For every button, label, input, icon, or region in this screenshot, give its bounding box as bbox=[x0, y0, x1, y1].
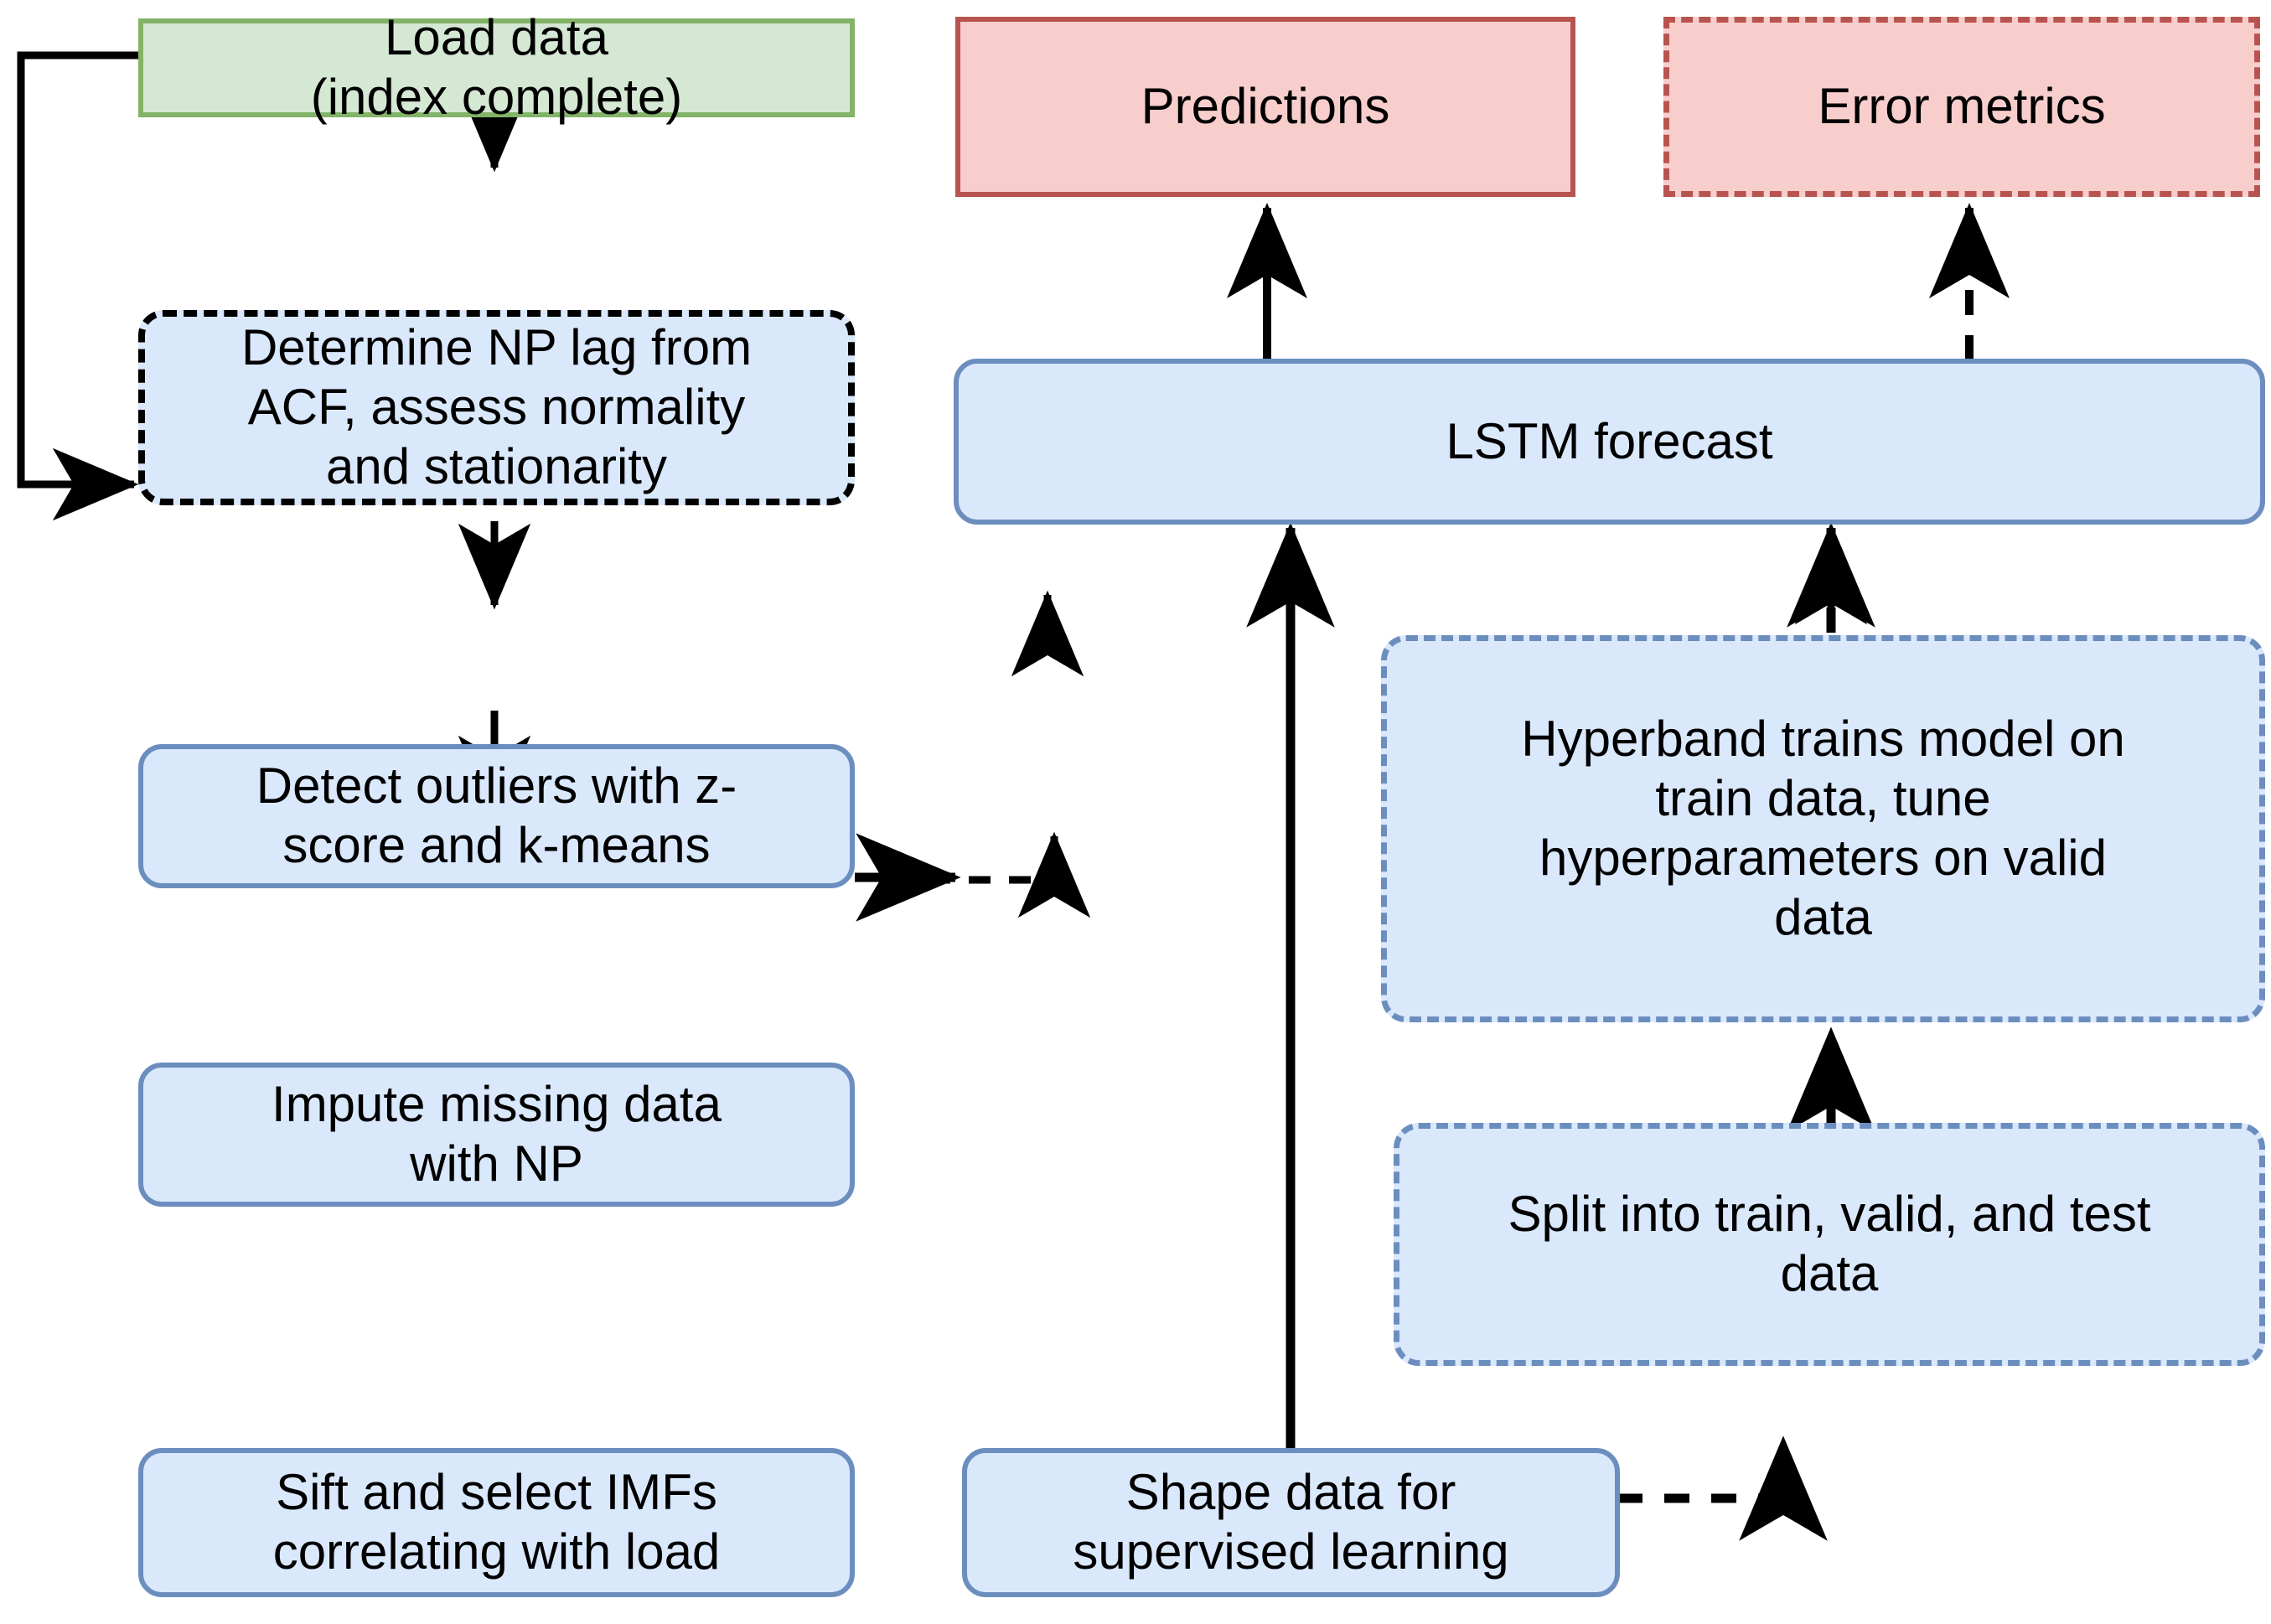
node-predictions[interactable]: Predictions bbox=[955, 17, 1575, 197]
node-impute-missing[interactable]: Impute missing data with NP bbox=[138, 1063, 855, 1207]
node-label-predictions: Predictions bbox=[1141, 78, 1390, 135]
node-determine-np-lag[interactable]: Determine NP lag from ACF, assess normal… bbox=[138, 310, 855, 505]
node-load-data[interactable]: Load data (index complete) bbox=[138, 9, 855, 125]
node-hyperband[interactable]: Hyperband trains model on train data, tu… bbox=[1381, 635, 2265, 1022]
node-label-error-metrics: Error metrics bbox=[1818, 78, 2106, 135]
edge-shape-to-split bbox=[929, 831, 1091, 918]
edge-shape-right-to-split-bottom bbox=[1617, 1435, 1828, 1541]
node-label-shape-data: Shape data for supervised learning bbox=[1073, 1464, 1509, 1580]
node-sift-imfs[interactable]: Sift and select IMFs correlating with lo… bbox=[138, 1448, 855, 1597]
node-error-metrics[interactable]: Error metrics bbox=[1663, 17, 2260, 197]
node-label-lstm-forecast: LSTM forecast bbox=[1446, 412, 1773, 469]
node-detect-outliers[interactable]: Detect outliers with z- score and k-mean… bbox=[138, 744, 855, 888]
edge-load-loop-to-detect bbox=[17, 51, 139, 521]
node-split-data[interactable]: Split into train, valid, and test data bbox=[1394, 1123, 2265, 1366]
node-lstm-forecast[interactable]: LSTM forecast bbox=[954, 359, 2265, 525]
node-label-hyperband: Hyperband trains model on train data, tu… bbox=[1521, 711, 2125, 945]
node-label-impute-missing: Impute missing data with NP bbox=[272, 1076, 722, 1192]
node-label-load-data: Load data (index complete) bbox=[310, 9, 683, 125]
node-shape-data[interactable]: Shape data for supervised learning bbox=[962, 1448, 1620, 1597]
node-label-split-data: Split into train, valid, and test data bbox=[1508, 1186, 2151, 1301]
node-label-detect-outliers: Detect outliers with z- score and k-mean… bbox=[256, 758, 737, 873]
node-label-sift-imfs: Sift and select IMFs correlating with lo… bbox=[272, 1464, 721, 1580]
node-label-determine-np-lag: Determine NP lag from ACF, assess normal… bbox=[241, 319, 753, 494]
